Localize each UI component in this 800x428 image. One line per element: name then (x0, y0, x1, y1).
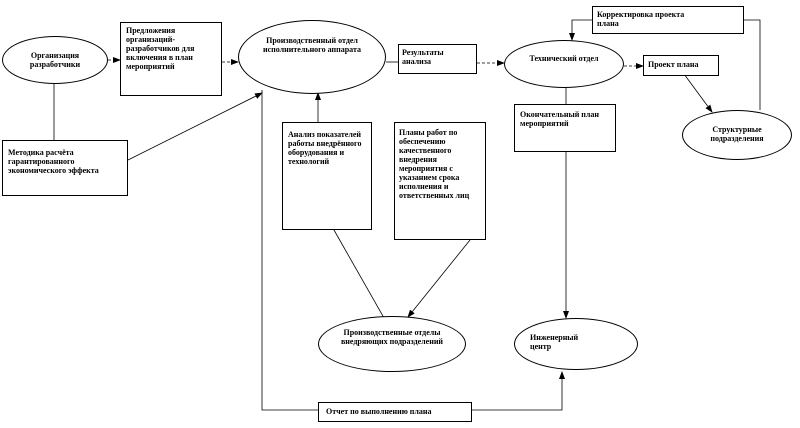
node-plan-draft (643, 55, 719, 76)
node-production-dept (238, 20, 386, 94)
arrow-plan-draft-to-structural (683, 73, 713, 113)
label-analysis: Анализ показателей работы внедрённого об… (288, 130, 362, 166)
arrow-methodology-to-production (127, 92, 263, 161)
node-report (318, 402, 472, 422)
label-eng-center: Инженерный центр (530, 333, 579, 351)
arrow-report-to-eng-center (472, 371, 565, 411)
label-results: Результаты анализа (402, 48, 444, 66)
label-impl-depts: Производственные отделы внедряющих подра… (340, 328, 444, 346)
node-results (398, 44, 477, 74)
label-tech-dept: Технический отдел (529, 54, 599, 63)
node-analysis (282, 122, 372, 230)
line-impl-depts-to-analysis (333, 229, 385, 319)
node-correction (592, 6, 744, 34)
line-structural-to-correction (744, 19, 761, 110)
label-report: Отчет по выполнению плана (326, 407, 432, 416)
label-methodology: Методика расчёта гарантированного эконом… (8, 148, 99, 175)
node-eng-center (514, 318, 638, 370)
label-developers: Организация разработчики (29, 51, 81, 69)
arrow-correction-to-tech (569, 19, 592, 41)
node-impl-depts (318, 316, 466, 372)
node-proposals (120, 22, 222, 96)
label-correction: Корректировка проекта плана (597, 10, 685, 28)
node-developers (2, 36, 108, 84)
label-work-plans: Планы работ по обеспечению качественного… (399, 128, 470, 200)
label-structural: Структурные подразделения (710, 125, 764, 143)
node-work-plans (394, 122, 486, 240)
label-plan-draft: Проект плана (648, 60, 699, 69)
label-proposals: Предложения организаций-разработчиков дл… (126, 26, 195, 71)
node-methodology (2, 140, 128, 196)
line-production-to-report (261, 90, 318, 411)
node-tech-dept (504, 40, 624, 88)
label-final-plan: Окончательный план мероприятий (520, 110, 600, 128)
arrow-work-plans-to-impl-depts (407, 239, 471, 318)
node-structural (682, 110, 792, 160)
label-production-dept: Производственный отдел исполнительного а… (263, 36, 361, 54)
node-final-plan (514, 104, 616, 152)
